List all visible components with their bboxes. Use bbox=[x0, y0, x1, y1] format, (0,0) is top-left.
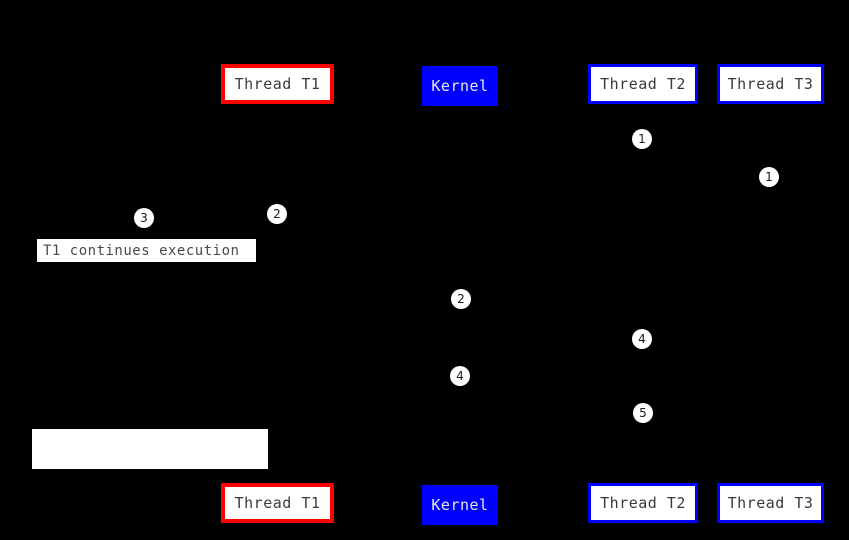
footer-participant-kernel[interactable]: Kernel bbox=[422, 485, 498, 525]
lifeline-t2 bbox=[643, 104, 644, 483]
step-badge-note-3: 3 bbox=[134, 208, 154, 228]
header-participant-label-t3: Thread T3 bbox=[727, 75, 814, 93]
note-text-t1-continues: T1 continues execution bbox=[43, 242, 240, 259]
header-participant-label-t2: Thread T2 bbox=[600, 75, 686, 93]
header-participant-t2[interactable]: Thread T2 bbox=[588, 64, 698, 104]
footer-participant-t1[interactable]: Thread T1 bbox=[221, 483, 334, 523]
step-badge-t2-4: 4 bbox=[632, 329, 652, 349]
step-badge-t2-5: 5 bbox=[633, 403, 653, 423]
footer-participant-t3[interactable]: Thread T3 bbox=[717, 483, 824, 523]
header-participant-label-kernel: Kernel bbox=[431, 77, 489, 95]
footer-participant-label-t2: Thread T2 bbox=[600, 494, 686, 512]
footer-participant-label-kernel: Kernel bbox=[431, 496, 489, 514]
header-participant-label-t1: Thread T1 bbox=[234, 75, 321, 93]
panel-blank-panel bbox=[32, 429, 268, 469]
note-t1-continues: T1 continues execution bbox=[36, 238, 257, 263]
lifeline-t1 bbox=[277, 104, 278, 483]
lifeline-t3 bbox=[770, 104, 771, 483]
step-badge-t2-1: 1 bbox=[632, 129, 652, 149]
step-badge-kernel-4: 4 bbox=[450, 366, 470, 386]
footer-participant-t2[interactable]: Thread T2 bbox=[588, 483, 698, 523]
header-participant-t3[interactable]: Thread T3 bbox=[717, 64, 824, 104]
step-badge-t3-1: 1 bbox=[759, 167, 779, 187]
header-participant-kernel[interactable]: Kernel bbox=[422, 66, 498, 106]
step-badge-t1-2: 2 bbox=[267, 204, 287, 224]
step-badge-kernel-2: 2 bbox=[451, 289, 471, 309]
header-participant-t1[interactable]: Thread T1 bbox=[221, 64, 334, 104]
footer-participant-label-t1: Thread T1 bbox=[234, 494, 321, 512]
footer-participant-label-t3: Thread T3 bbox=[727, 494, 814, 512]
